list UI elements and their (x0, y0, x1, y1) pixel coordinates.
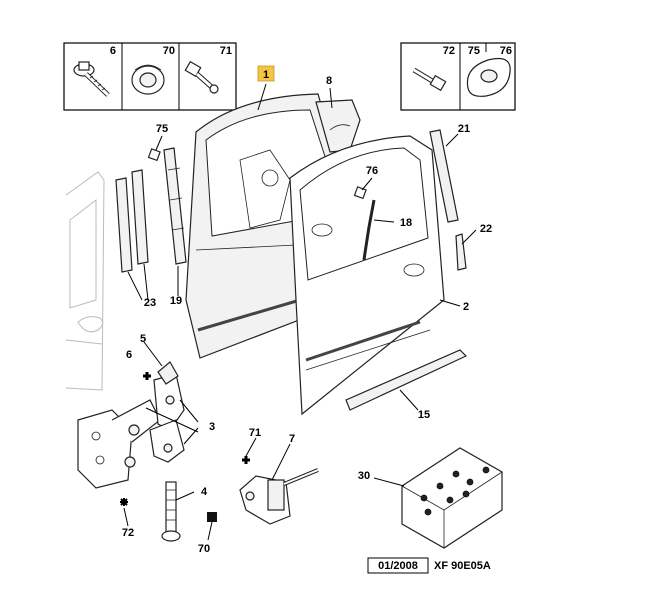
fastener-box-right: 72 75 76 (400, 42, 516, 111)
hinge-pin-5 (157, 361, 179, 385)
trim-22 (455, 233, 467, 271)
callout-3: 3 (209, 421, 215, 433)
callout-4: 4 (201, 486, 208, 498)
clip-nut-70-icon (131, 64, 165, 95)
clip-75-marker-icon (147, 148, 161, 162)
box-number-76: 76 (500, 45, 512, 57)
leader-lines (123, 83, 477, 541)
bolt-72-icon (412, 67, 447, 92)
callout-6: 6 (126, 349, 132, 361)
callout-1-highlight (257, 65, 275, 82)
fastener-72-marker-icon (120, 498, 128, 506)
clip-76-marker-icon (353, 186, 367, 200)
vehicle-body-outline (65, 171, 105, 391)
callout-72: 72 (122, 527, 134, 539)
screw-6-icon (73, 61, 110, 97)
box-number-70: 70 (163, 45, 175, 57)
hinge-assembly-3 (77, 373, 185, 489)
callout-8: 8 (326, 75, 332, 87)
hinge-pin-4 (161, 481, 181, 542)
callout-70: 70 (198, 543, 210, 555)
callout-75: 75 (156, 123, 168, 135)
fastener-71-marker-icon (242, 456, 250, 464)
outer-door-shell (289, 135, 445, 416)
pillar-trims-23 (115, 169, 149, 273)
footer-date-box (367, 557, 429, 574)
footer-code: XF 90E05A (434, 560, 491, 572)
callout-15: 15 (418, 409, 430, 421)
box-number-75: 75 (468, 45, 480, 57)
box-number-72: 72 (443, 45, 455, 57)
callout-numbers: 1 8 75 76 18 21 22 2 15 19 23 5 6 3 4 71… (122, 65, 492, 555)
callout-1: 1 (263, 69, 269, 81)
callout-23: 23 (144, 297, 156, 309)
glass-run-18 (362, 199, 376, 261)
callout-71: 71 (249, 427, 261, 439)
pillar-trim-21 (429, 129, 459, 223)
footer-date: 01/2008 (378, 560, 418, 572)
callout-18: 18 (400, 217, 412, 229)
callout-76: 76 (366, 165, 378, 177)
fastener-kit-30 (401, 447, 503, 549)
box-number-6: 6 (110, 45, 116, 57)
door-check-7 (239, 468, 319, 525)
callout-5: 5 (140, 333, 146, 345)
bolt-71-icon (184, 60, 219, 94)
fastener-box-left: 6 70 71 (63, 42, 237, 111)
inner-trim-8 (315, 99, 361, 153)
fastener-70-marker-icon (207, 512, 217, 522)
callout-19: 19 (170, 295, 182, 307)
moulding-15 (345, 349, 468, 411)
fastener-6-marker-icon (143, 372, 151, 380)
footer: 01/2008 XF 90E05A (367, 557, 491, 574)
callout-2: 2 (463, 301, 469, 313)
callout-21: 21 (458, 123, 470, 135)
callout-7: 7 (289, 433, 295, 445)
callout-22: 22 (480, 223, 492, 235)
clip-75-76-icon (466, 57, 511, 97)
callout-30: 30 (358, 470, 370, 482)
window-channel-19 (163, 147, 187, 265)
box-number-71: 71 (220, 45, 232, 57)
